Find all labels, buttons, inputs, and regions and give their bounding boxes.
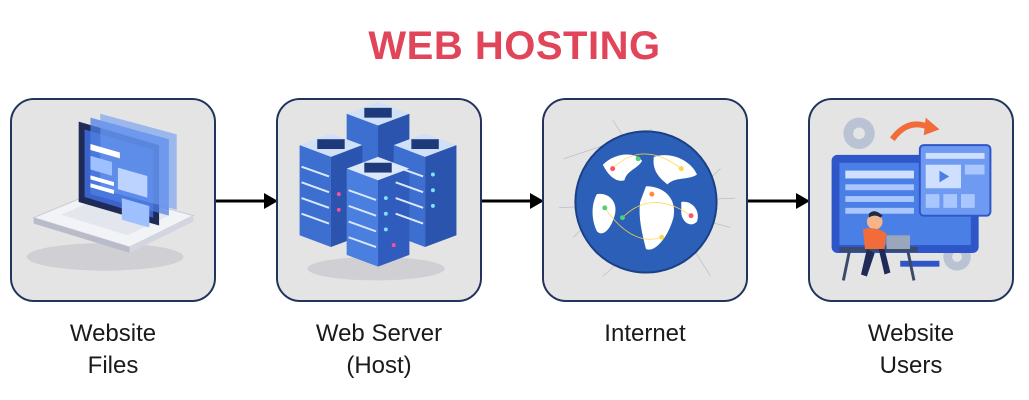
step-label-line: Website [867, 320, 955, 347]
step-box-internet [542, 98, 748, 302]
step-label-line: (Host) [346, 352, 412, 379]
server-rack-icon [278, 100, 480, 300]
step-label-line: Internet [604, 320, 686, 347]
arrow-3 [748, 190, 810, 212]
diagram-title: WEB HOSTING [368, 24, 661, 68]
step-box-website-files [10, 98, 216, 302]
globe-network-icon [544, 100, 746, 300]
step-label-line: Files [87, 352, 139, 379]
step-box-web-server [276, 98, 482, 302]
laptop-website-icon [12, 100, 214, 300]
step-label-website-files: Website Files [3, 318, 223, 382]
user-at-computer-icon [810, 100, 1012, 300]
arrow-2 [482, 190, 544, 212]
step-label-line: Website [69, 320, 157, 347]
step-label-line: Web Server [315, 320, 443, 347]
step-label-web-server: Web Server (Host) [269, 318, 489, 382]
step-label-website-users: Website Users [801, 318, 1021, 382]
step-label-line: Users [879, 352, 943, 379]
arrow-1 [216, 190, 278, 212]
step-box-website-users [808, 98, 1014, 302]
step-label-internet: Internet [535, 318, 755, 350]
